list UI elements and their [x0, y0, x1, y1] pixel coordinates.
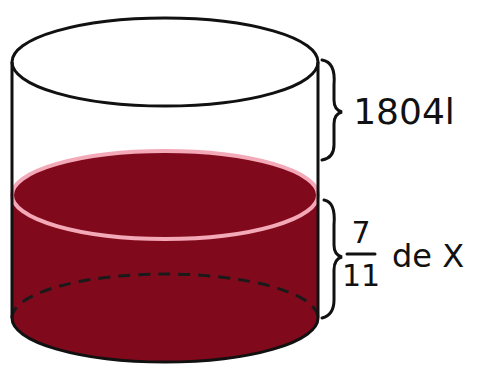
fraction-numerator: 7	[351, 218, 370, 248]
cylinder-side	[317, 62, 320, 318]
fraction-bar	[347, 253, 375, 256]
cylinder-side	[11, 62, 14, 318]
liquid-surface	[12, 151, 318, 239]
brace	[322, 200, 342, 318]
fraction-text: de X	[392, 240, 464, 272]
cylinder-top	[12, 18, 318, 106]
brace	[322, 60, 342, 160]
hidden-edge	[12, 274, 318, 318]
volume-label: 1804l	[353, 94, 455, 130]
cylinder-bottom	[12, 318, 318, 362]
fraction-denominator: 11	[342, 261, 380, 291]
